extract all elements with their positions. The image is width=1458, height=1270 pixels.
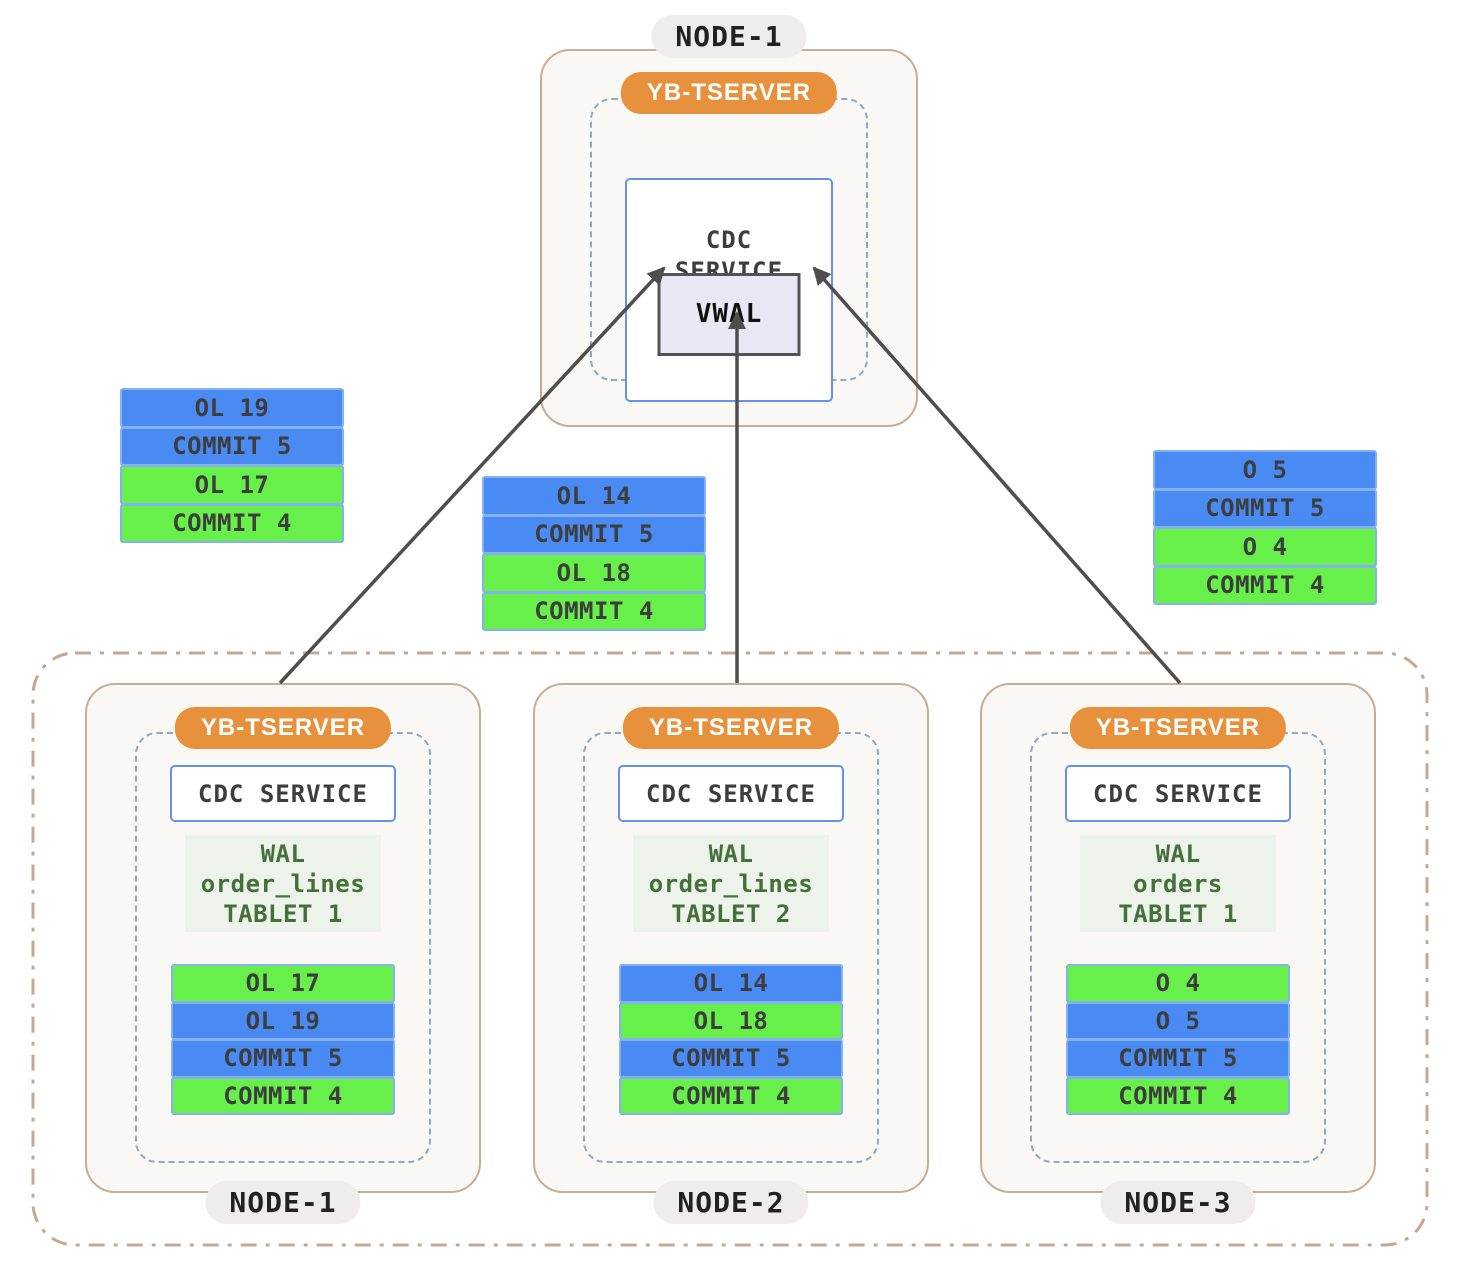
node-label: NODE-3 [1100,1181,1256,1224]
tserver-badge: YB-TSERVER [174,707,392,749]
wal-event-row: O 5 [1066,1001,1290,1040]
wal-event-row: O 5 [1153,450,1377,490]
wal-event-row: OL 19 [171,1001,395,1040]
wal-event-row: O 4 [1066,964,1290,1003]
wal-event-row: OL 19 [120,388,344,428]
wal-event-row: COMMIT 4 [1153,565,1377,605]
top-node-label: NODE-1 [651,15,807,58]
tserver-badge: YB-TSERVER [1069,707,1287,749]
vwal-label: VWAL [695,299,763,329]
cdc-service-box: CDC SERVICE [1065,765,1291,822]
wal-events-stack: OL 17 OL 19 COMMIT 5 COMMIT 4 [171,964,395,1115]
tserver-badge: YB-TSERVER [620,72,838,114]
wal-event-row: COMMIT 5 [482,514,706,554]
wal-event-row: COMMIT 4 [171,1076,395,1115]
wal-events-stack: OL 14 OL 18 COMMIT 5 COMMIT 4 [619,964,843,1115]
vwal-box: VWAL [657,273,801,356]
wal-event-row: OL 17 [171,964,395,1003]
bottom-node-3-box: YB-TSERVER CDC SERVICE WAL orders TABLET… [980,683,1376,1224]
wal-event-row: COMMIT 5 [171,1039,395,1078]
wal-event-row: OL 14 [619,964,843,1003]
bottom-node-1-box: YB-TSERVER CDC SERVICE WAL order_lines T… [85,683,481,1224]
wal-event-row: O 4 [1153,527,1377,567]
wal-event-row: OL 14 [482,476,706,516]
wal-event-row: COMMIT 4 [482,591,706,631]
cdc-service-label: CDC SERVICE [198,779,368,808]
wal-event-row: COMMIT 4 [1066,1076,1290,1115]
wal-event-row: COMMIT 5 [1153,488,1377,528]
node-label: NODE-1 [205,1181,361,1224]
wal-event-row: COMMIT 5 [120,426,344,466]
wal-events-stack-node1: OL 19 COMMIT 5 OL 17 COMMIT 4 [120,388,344,543]
wal-event-row: COMMIT 5 [619,1039,843,1078]
wal-event-row: COMMIT 4 [619,1076,843,1115]
wal-events-stack-node3: O 5 COMMIT 5 O 4 COMMIT 4 [1153,450,1377,605]
wal-event-row: OL 18 [619,1001,843,1040]
wal-event-row: OL 18 [482,553,706,593]
wal-event-row: COMMIT 4 [120,503,344,543]
wal-event-row: COMMIT 5 [1066,1039,1290,1078]
wal-event-row: OL 17 [120,465,344,505]
cdc-service-box: CDC SERVICE [170,765,396,822]
tserver-dashed-boundary: CDC SERVICE VWAL [590,98,868,402]
node-label: NODE-2 [653,1181,809,1224]
cdc-service-box: CDC SERVICE VWAL [625,178,833,402]
cdc-service-label: CDC SERVICE [1093,779,1263,808]
wal-tablet-label: WAL order_lines TABLET 2 [633,835,829,932]
wal-tablet-label: WAL orders TABLET 1 [1080,835,1276,932]
tserver-badge: YB-TSERVER [622,707,840,749]
wal-events-stack: O 4 O 5 COMMIT 5 COMMIT 4 [1066,964,1290,1115]
wal-tablet-label: WAL order_lines TABLET 1 [185,835,381,932]
cdc-service-box: CDC SERVICE [618,765,844,822]
bottom-node-2-box: YB-TSERVER CDC SERVICE WAL order_lines T… [533,683,929,1224]
wal-events-stack-node2: OL 14 COMMIT 5 OL 18 COMMIT 4 [482,476,706,631]
cdc-service-label: CDC SERVICE [646,779,816,808]
top-node-box: YB-TSERVER CDC SERVICE VWAL [540,49,918,427]
